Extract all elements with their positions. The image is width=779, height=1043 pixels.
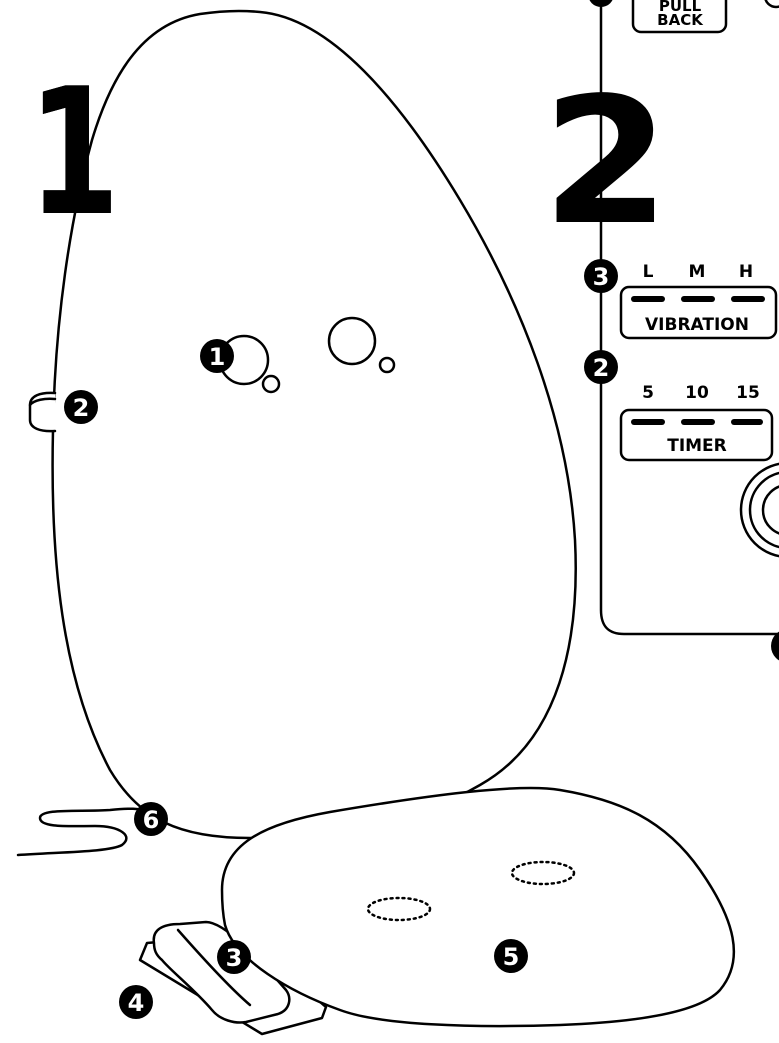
vibration-level-low: L: [643, 262, 654, 282]
timer-control: 2 5 10 15 TIMER: [584, 350, 774, 462]
pull-back-label: PULL BACK: [631, 0, 728, 34]
svg-text:4: 4: [128, 989, 145, 1017]
svg-text:TIMER: TIMER: [667, 436, 727, 456]
panel-badge-top-right: [764, 0, 779, 9]
svg-text:6: 6: [143, 806, 160, 834]
seat-cushion: [220, 786, 735, 1028]
svg-text:3: 3: [226, 944, 243, 972]
svg-text:1: 1: [209, 343, 226, 371]
step-number-2: 2: [542, 61, 670, 264]
timer-level-15: 15: [736, 383, 760, 403]
panel-badge-bottom: [771, 631, 779, 661]
seat-heat-zone: [366, 896, 432, 922]
backrest-cushion: [51, 9, 577, 840]
side-strap: [28, 391, 57, 433]
svg-text:VIBRATION: VIBRATION: [645, 315, 749, 335]
svg-text:2: 2: [593, 354, 610, 382]
panel-outline: [599, 0, 779, 636]
svg-text:3: 3: [593, 263, 610, 291]
callout-badge-5: 5: [494, 939, 528, 973]
vibration-control: 3 L M H VIBRATION: [584, 259, 778, 340]
callout-badge-4: 4: [119, 985, 153, 1019]
callout-badge-2: 2: [64, 390, 98, 424]
callout-badge-1: 1: [200, 339, 234, 373]
vibration-level-high: H: [739, 262, 753, 282]
svg-text:BACK: BACK: [657, 11, 704, 29]
vibration-level-medium: M: [689, 262, 706, 282]
panel-badge-top: [589, 0, 613, 7]
power-dial: [739, 462, 779, 558]
power-cord: [16, 807, 152, 857]
callout-badge-6: 6: [134, 802, 168, 836]
callout-badge-3: 3: [217, 940, 251, 974]
seat-heat-zone: [510, 860, 576, 886]
step-number-1-overlay: 1: [28, 52, 120, 255]
svg-text:PULL: PULL: [659, 0, 702, 15]
svg-text:5: 5: [503, 943, 520, 971]
svg-text:2: 2: [73, 394, 90, 422]
massage-node-bubbles: [218, 316, 396, 394]
timer-level-5: 5: [642, 383, 654, 403]
timer-level-10: 10: [685, 383, 709, 403]
